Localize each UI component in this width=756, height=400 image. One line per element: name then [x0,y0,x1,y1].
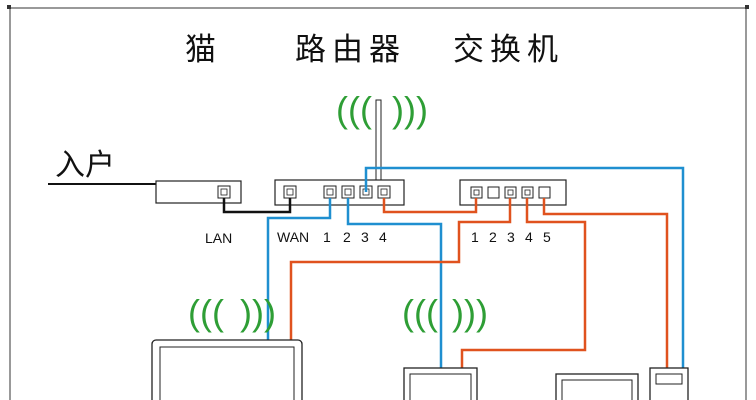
switch-port-2 [487,186,500,199]
cable-switch3-laptop [289,198,512,340]
router-antenna [375,99,382,183]
router [274,179,405,206]
switch [459,179,567,206]
laptop [151,339,303,400]
entry-label: 入户 [55,148,115,183]
tablet-device [403,367,478,400]
switch-label-2: 2 [489,229,497,245]
switch-label-4: 4 [525,229,533,245]
router-wifi-right: ))) [392,89,428,130]
router-label-2: 2 [343,229,351,245]
desktop-monitor [555,373,639,400]
frame-corner [745,5,749,9]
title-modem: 猫 [185,32,222,68]
title-router: 路由器 [295,32,406,68]
router-label-wan: WAN [277,229,309,245]
cable-modem-to-router [222,198,292,214]
phone-wifi-left: ((( [402,292,438,333]
title-switch: 交换机 [453,32,564,68]
phone-wifi-right: ))) [452,292,488,333]
switch-label-1: 1 [471,229,479,245]
switch-label-3: 3 [507,229,515,245]
laptop-wifi-right: ))) [240,292,276,333]
desktop-tower [649,367,689,400]
modem [155,180,242,204]
cable-router1-laptop [266,198,332,340]
cable-switch5-right [542,198,669,368]
switch-port-5 [538,186,551,199]
modem-lan-label: LAN [205,230,232,246]
router-wifi-left: ((( [336,89,372,130]
cable-router2-phone [346,198,443,368]
switch-label-5: 5 [543,229,551,245]
router-label-4: 4 [379,229,387,245]
laptop-wifi-left: ((( [188,292,224,333]
diagram-frame [9,7,747,400]
router-label-1: 1 [323,229,331,245]
cable-switch4-phone [460,198,587,368]
cable-router3-right [364,166,685,368]
router-label-3: 3 [361,229,369,245]
frame-corner [7,5,11,9]
cable-router4-switch1 [382,198,478,214]
